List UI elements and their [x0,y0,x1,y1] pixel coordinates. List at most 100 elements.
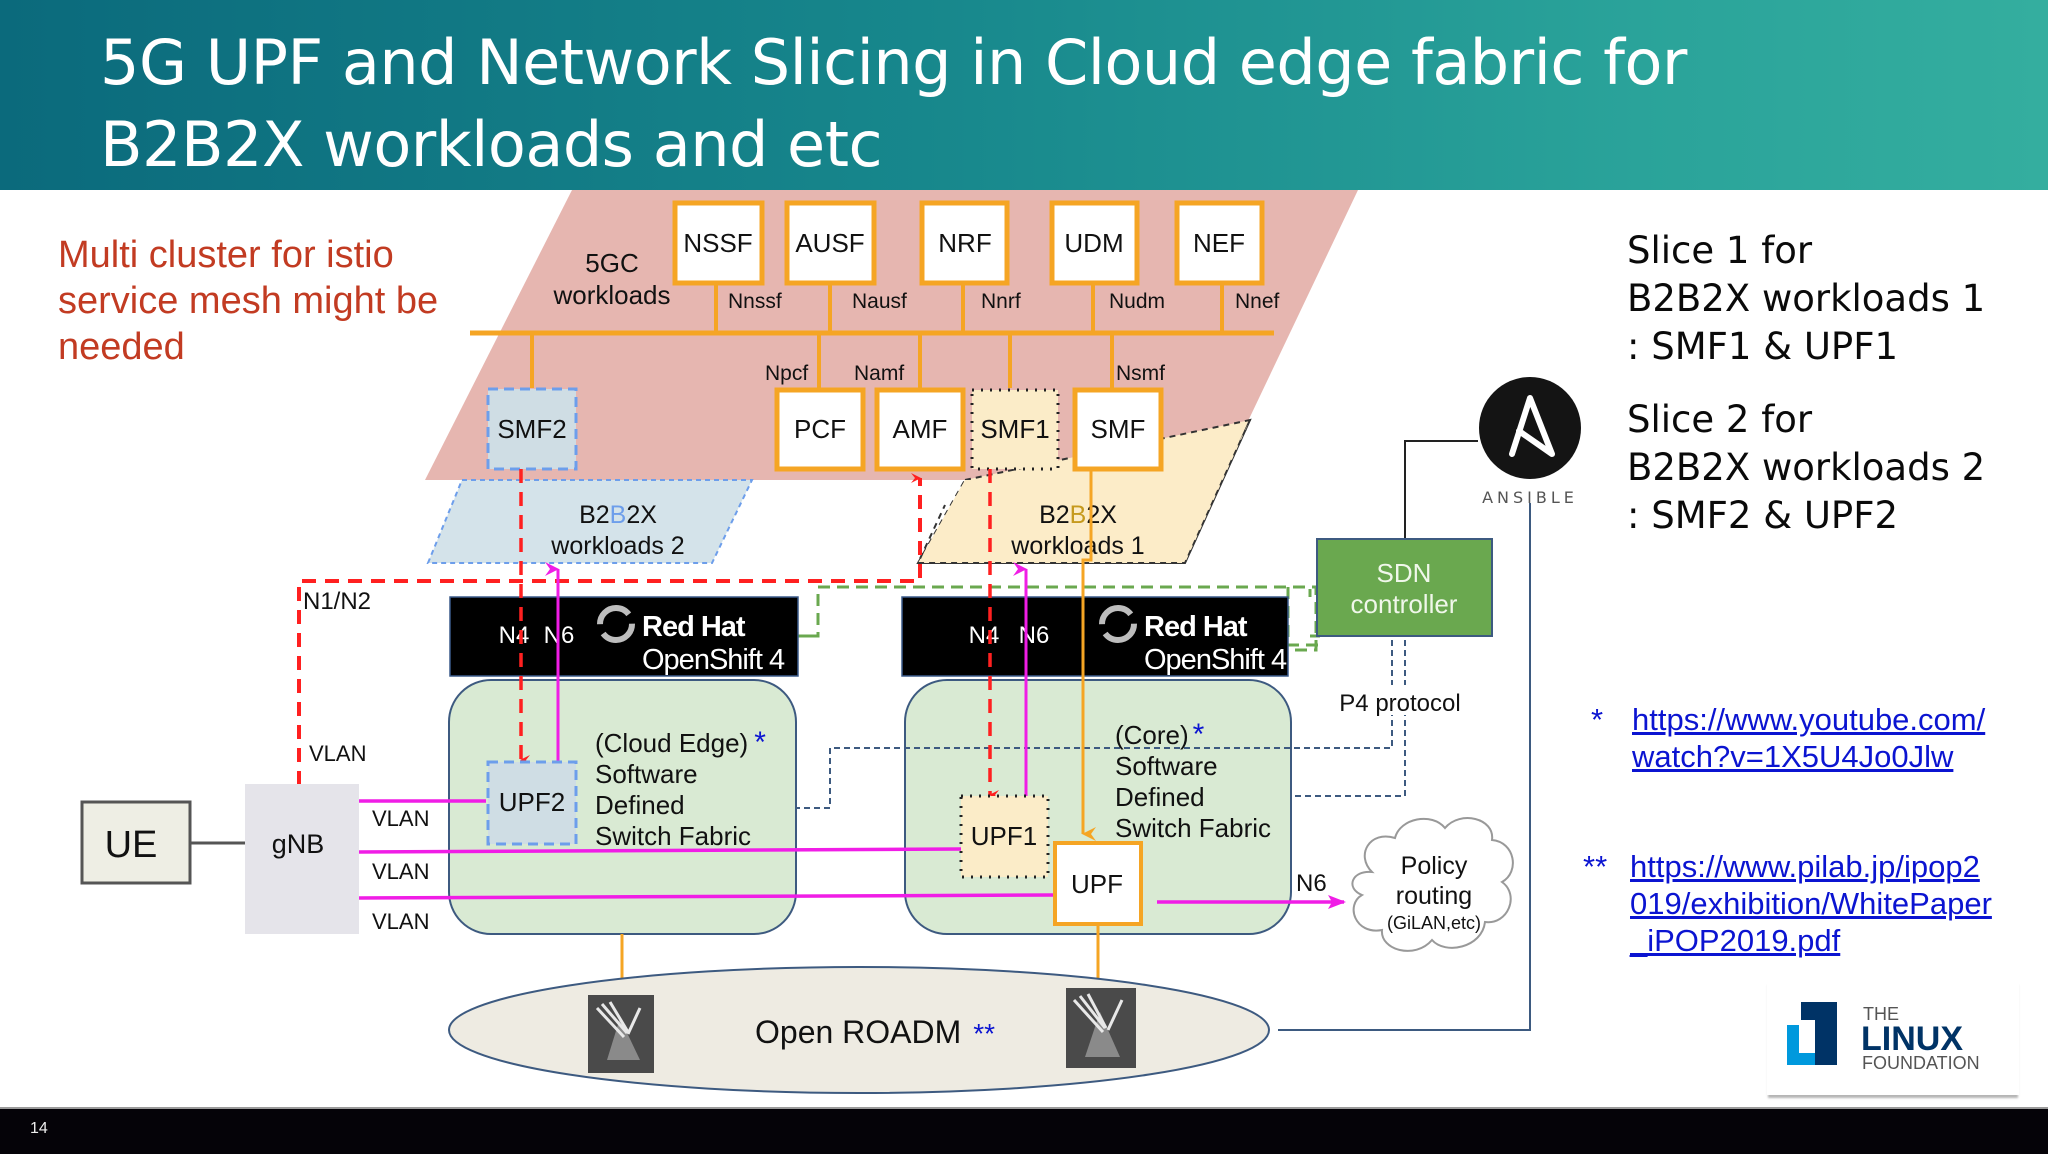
sdn-openshift-link-2 [801,585,1318,652]
svg-text:OpenShift 4: OpenShift 4 [1144,644,1287,676]
nf-pcf[interactable]: PCF [774,387,866,472]
nf-nrf[interactable]: NRF [919,200,1010,286]
ue-node[interactable]: UE [80,800,192,885]
core-fabric-label: (Core)* Software Defined Switch Fabric [1115,718,1271,843]
nf-amf[interactable]: AMF [874,387,966,472]
vlan-label-n1n2: VLAN [309,741,366,766]
reference-2-link-line-2[interactable]: 019/exhibition/WhitePaper [1630,886,1992,921]
svg-text:Defined: Defined [595,790,685,820]
svg-text:Open ROADM**: Open ROADM** [755,1014,995,1050]
openshift-logo-icon [597,605,635,643]
svg-text:SMF2: SMF2 [497,414,566,444]
svg-text:NRF: NRF [938,228,991,258]
reference-1-link-line-2[interactable]: watch?v=1X5U4Jo0Jlw [1632,739,1954,774]
upf-node[interactable]: UPF [1053,841,1143,926]
sbi-stubs [530,282,1224,388]
nf-udm[interactable]: UDM [1049,200,1140,286]
svg-text:AUSF: AUSF [795,228,864,258]
ansible-logo: ANSIBLE [1479,377,1581,507]
workloads-2-sublabel: workloads 2 [550,532,684,560]
slice-2-line-3: : SMF2 & UPF2 [1627,494,1899,537]
slide-title: 5G UPF and Network Slicing in Cloud edge… [100,22,1900,186]
slice-2-line-1: Slice 2 for [1627,398,1813,441]
n1n2-link [297,473,922,785]
svg-text:THE: THE [1863,1004,1899,1024]
vlan-label-1: VLAN [372,806,429,831]
slide-footer: 14 [0,1107,2048,1154]
svg-text:(Core)*: (Core)* [1115,718,1205,751]
upf1-node[interactable]: UPF1 [959,794,1050,879]
slice-1-description: Slice 1 for B2B2X workloads 1 : SMF1 & U… [1627,227,2027,371]
side-note-line-2: service mesh might be [58,280,439,322]
gnb-node[interactable]: gNB [245,784,359,934]
vlan-label-3: VLAN [372,909,429,934]
workloads-1-plane-fill [918,420,1250,563]
p4-protocol-label: P4 protocol [1339,690,1460,717]
workloads-1-plane-border [916,419,1251,564]
nf-smf2[interactable]: SMF2 [486,387,578,471]
side-note-line-1: Multi cluster for istio [58,234,394,276]
nf-ausf[interactable]: AUSF [784,200,877,286]
sdn-controller[interactable]: SDN controller [1316,538,1493,637]
iface-nsmf: Nsmf [1116,362,1165,385]
iface-namf: Namf [854,362,904,385]
svg-text:UPF2: UPF2 [499,787,565,817]
ansible-sdn-link [1404,440,1478,540]
linux-foundation-icon: THE LINUX FOUNDATION [1787,1002,1980,1073]
reference-1-mark: * [1591,702,1604,737]
iface-npcf: Npcf [765,362,808,385]
nf-smf[interactable]: SMF [1072,387,1164,472]
n6-arrow-head [1328,895,1346,909]
svg-text:UPF1: UPF1 [971,821,1037,851]
svg-text:ANSIBLE: ANSIBLE [1482,488,1578,507]
svg-text:UE: UE [105,824,158,866]
svg-text:(Cloud Edge)*: (Cloud Edge)* [595,726,766,759]
svg-text:Switch Fabric: Switch Fabric [595,821,751,851]
linux-foundation-logo: THE LINUX FOUNDATION [1767,980,2019,1095]
p4-label-bg [1370,685,1480,715]
reference-1-link-line-1[interactable]: https://www.youtube.com/ [1632,702,1986,737]
openshift-logo-icon [1099,605,1137,643]
n6-policy-label: N6 [1296,870,1327,897]
slice-1-line-3: : SMF1 & UPF1 [1627,325,1899,368]
iface-nausf: Nausf [852,290,907,313]
slice-1-line-2: B2B2X workloads 1 [1627,277,1986,320]
reference-2: ** https://www.pilab.jp/ipop2 019/exhibi… [1583,848,1992,959]
svg-text:Red Hat: Red Hat [642,611,746,643]
ansible-roadm-link [1278,503,1531,1031]
iface-nudm: Nudm [1109,290,1165,313]
slice-2-description: Slice 2 for B2B2X workloads 2 : SMF2 & U… [1627,396,2027,540]
nf-nef[interactable]: NEF [1174,200,1265,286]
nf-nssf[interactable]: NSSF [672,200,765,286]
svg-text:N4: N4 [499,622,530,649]
nf-smf1[interactable]: SMF1 [970,388,1060,471]
iface-nnssf: Nnssf [728,290,782,313]
svg-text:routing: routing [1396,882,1472,910]
n4-smf-upf [1081,469,1096,841]
slice-1-line-1: Slice 1 for [1627,229,1813,272]
openshift-core: N4 N6 Red Hat OpenShift 4 [901,596,1289,677]
title-bar: 5G UPF and Network Slicing in Cloud edge… [0,0,2048,190]
svg-text:Policy: Policy [1401,852,1468,880]
openshift-edge: N4 N6 Red Hat OpenShift 4 [449,596,799,677]
svg-text:N6: N6 [1019,622,1050,649]
upf2-node[interactable]: UPF2 [486,760,578,846]
open-roadm: Open ROADM** [448,966,1270,1094]
roadm-node-icon [1066,988,1136,1068]
svg-text:UDM: UDM [1064,228,1123,258]
svg-text:N4: N4 [969,622,1000,649]
svg-text:PCF: PCF [794,414,846,444]
n1n2-label: N1/N2 [303,588,371,615]
policy-routing-cloud: Policy routing (GiLAN,etc) [1351,817,1514,952]
reference-2-link-line-3[interactable]: _iPOP2019.pdf [1630,923,1841,958]
svg-text:SMF1: SMF1 [980,414,1049,444]
reference-1: * https://www.youtube.com/ watch?v=1X5U4… [1591,701,1986,775]
slide-title-line-1: 5G UPF and Network Slicing in Cloud edge… [100,26,1687,99]
svg-text:Red Hat: Red Hat [1144,611,1248,643]
edge-fabric-label: (Cloud Edge)* Software Defined Switch Fa… [595,726,766,851]
reference-2-link-line-1[interactable]: https://www.pilab.jp/ipop2 [1630,849,1980,884]
svg-text:NEF: NEF [1193,228,1245,258]
workloads-2-label: B2B2X [579,501,657,529]
core-plane-label-2: workloads [552,280,670,310]
